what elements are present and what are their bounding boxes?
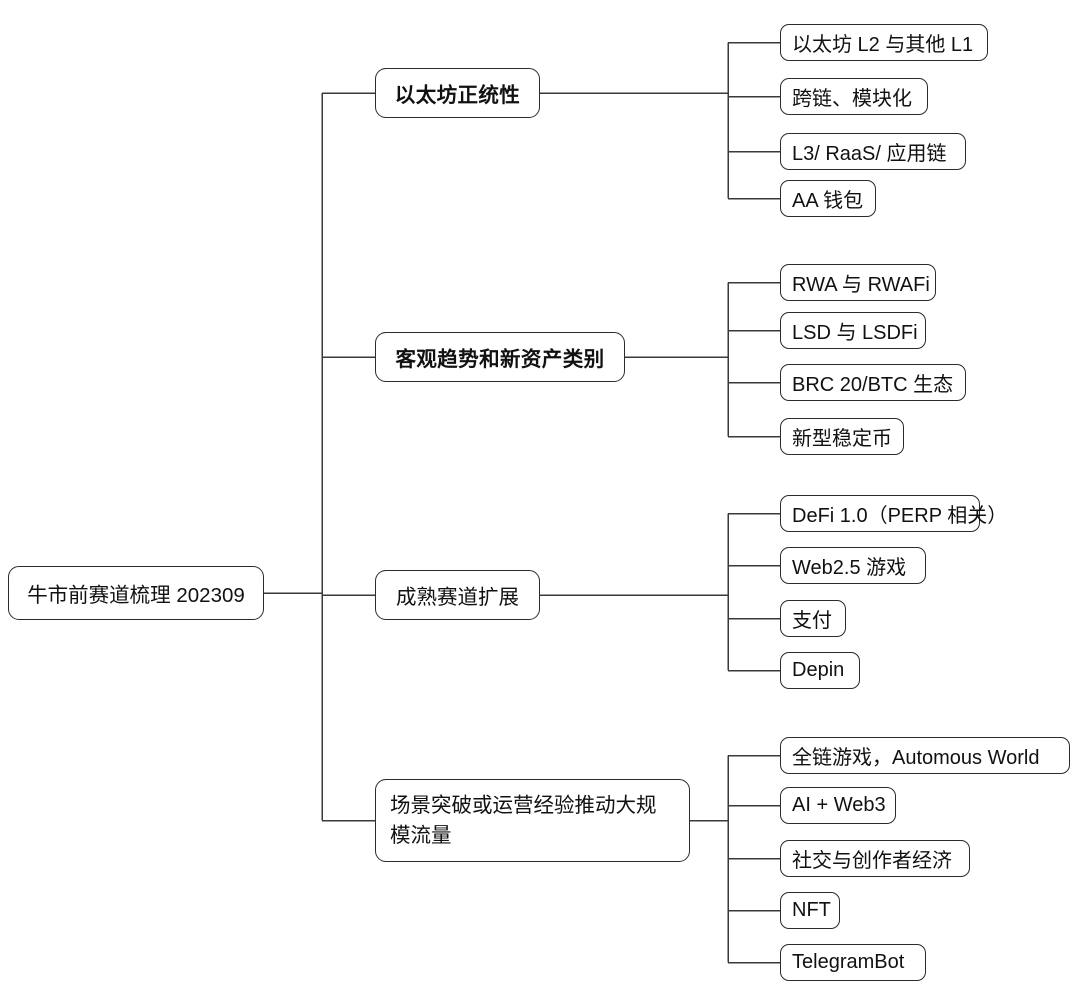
leaf-depin-label: Depin — [792, 659, 845, 681]
leaf-social-creator[interactable]: 社交与创作者经济 — [780, 840, 970, 877]
root-node[interactable]: 牛市前赛道梳理 202309 — [8, 566, 264, 620]
leaf-new-stablecoin-label: 新型稳定币 — [792, 428, 892, 450]
leaf-fully-onchain-games-label: 全链游戏，Automous World — [792, 747, 1040, 769]
leaf-crosschain-modular-label: 跨链、模块化 — [792, 88, 912, 110]
leaf-payment-label: 支付 — [792, 610, 832, 632]
leaf-brc20-btc-label: BRC 20/BTC 生态 — [792, 374, 954, 396]
leaf-rwa-rwafi-label: RWA 与 RWAFi — [792, 274, 930, 296]
leaf-lsd-lsdfi[interactable]: LSD 与 LSDFi — [780, 312, 926, 349]
branch-scenario-breakthrough[interactable]: 场景突破或运营经验推动大规模流量 — [375, 779, 690, 862]
leaf-telegram-bot-label: TelegramBot — [792, 951, 905, 973]
leaf-nft-label: NFT — [792, 899, 831, 921]
leaf-lsd-lsdfi-label: LSD 与 LSDFi — [792, 322, 918, 344]
leaf-ai-web3[interactable]: AI + Web3 — [780, 787, 896, 824]
leaf-defi-perp-label: DeFi 1.0（PERP 相关） — [792, 505, 1008, 527]
branch-scenario-breakthrough-label: 场景突破或运营经验推动大规模流量 — [390, 793, 657, 847]
leaf-social-creator-label: 社交与创作者经济 — [792, 850, 952, 872]
leaf-payment[interactable]: 支付 — [780, 600, 846, 637]
leaf-l2-l1[interactable]: 以太坊 L2 与其他 L1 — [780, 24, 988, 61]
leaf-telegram-bot[interactable]: TelegramBot — [780, 944, 926, 981]
leaf-l3-raas-appchain-label: L3/ RaaS/ 应用链 — [792, 143, 947, 165]
leaf-crosschain-modular[interactable]: 跨链、模块化 — [780, 78, 928, 115]
branch-ethereum-legitimacy[interactable]: 以太坊正统性 — [375, 68, 540, 118]
leaf-brc20-btc[interactable]: BRC 20/BTC 生态 — [780, 364, 966, 401]
branch-mature-tracks-label: 成熟赛道扩展 — [396, 586, 519, 609]
leaf-aa-wallet[interactable]: AA 钱包 — [780, 180, 876, 217]
leaf-nft[interactable]: NFT — [780, 892, 840, 929]
leaf-defi-perp[interactable]: DeFi 1.0（PERP 相关） — [780, 495, 1008, 532]
leaf-fully-onchain-games[interactable]: 全链游戏，Automous World — [780, 737, 1070, 774]
leaf-l3-raas-appchain[interactable]: L3/ RaaS/ 应用链 — [780, 133, 966, 170]
leaf-web25-games-label: Web2.5 游戏 — [792, 557, 907, 579]
leaf-web25-games[interactable]: Web2.5 游戏 — [780, 547, 926, 584]
leaf-rwa-rwafi[interactable]: RWA 与 RWAFi — [780, 264, 936, 301]
root-node-label: 牛市前赛道梳理 202309 — [27, 584, 245, 607]
leaf-aa-wallet-label: AA 钱包 — [792, 190, 864, 212]
leaf-new-stablecoin[interactable]: 新型稳定币 — [780, 418, 904, 455]
branch-objective-trends[interactable]: 客观趋势和新资产类别 — [375, 332, 625, 382]
branch-ethereum-legitimacy-label: 以太坊正统性 — [394, 84, 521, 107]
leaf-depin[interactable]: Depin — [780, 652, 860, 689]
leaf-ai-web3-label: AI + Web3 — [792, 794, 886, 816]
branch-objective-trends-label: 客观趋势和新资产类别 — [395, 348, 605, 371]
leaf-l2-l1-label: 以太坊 L2 与其他 L1 — [792, 34, 974, 56]
branch-mature-tracks[interactable]: 成熟赛道扩展 — [375, 570, 540, 620]
